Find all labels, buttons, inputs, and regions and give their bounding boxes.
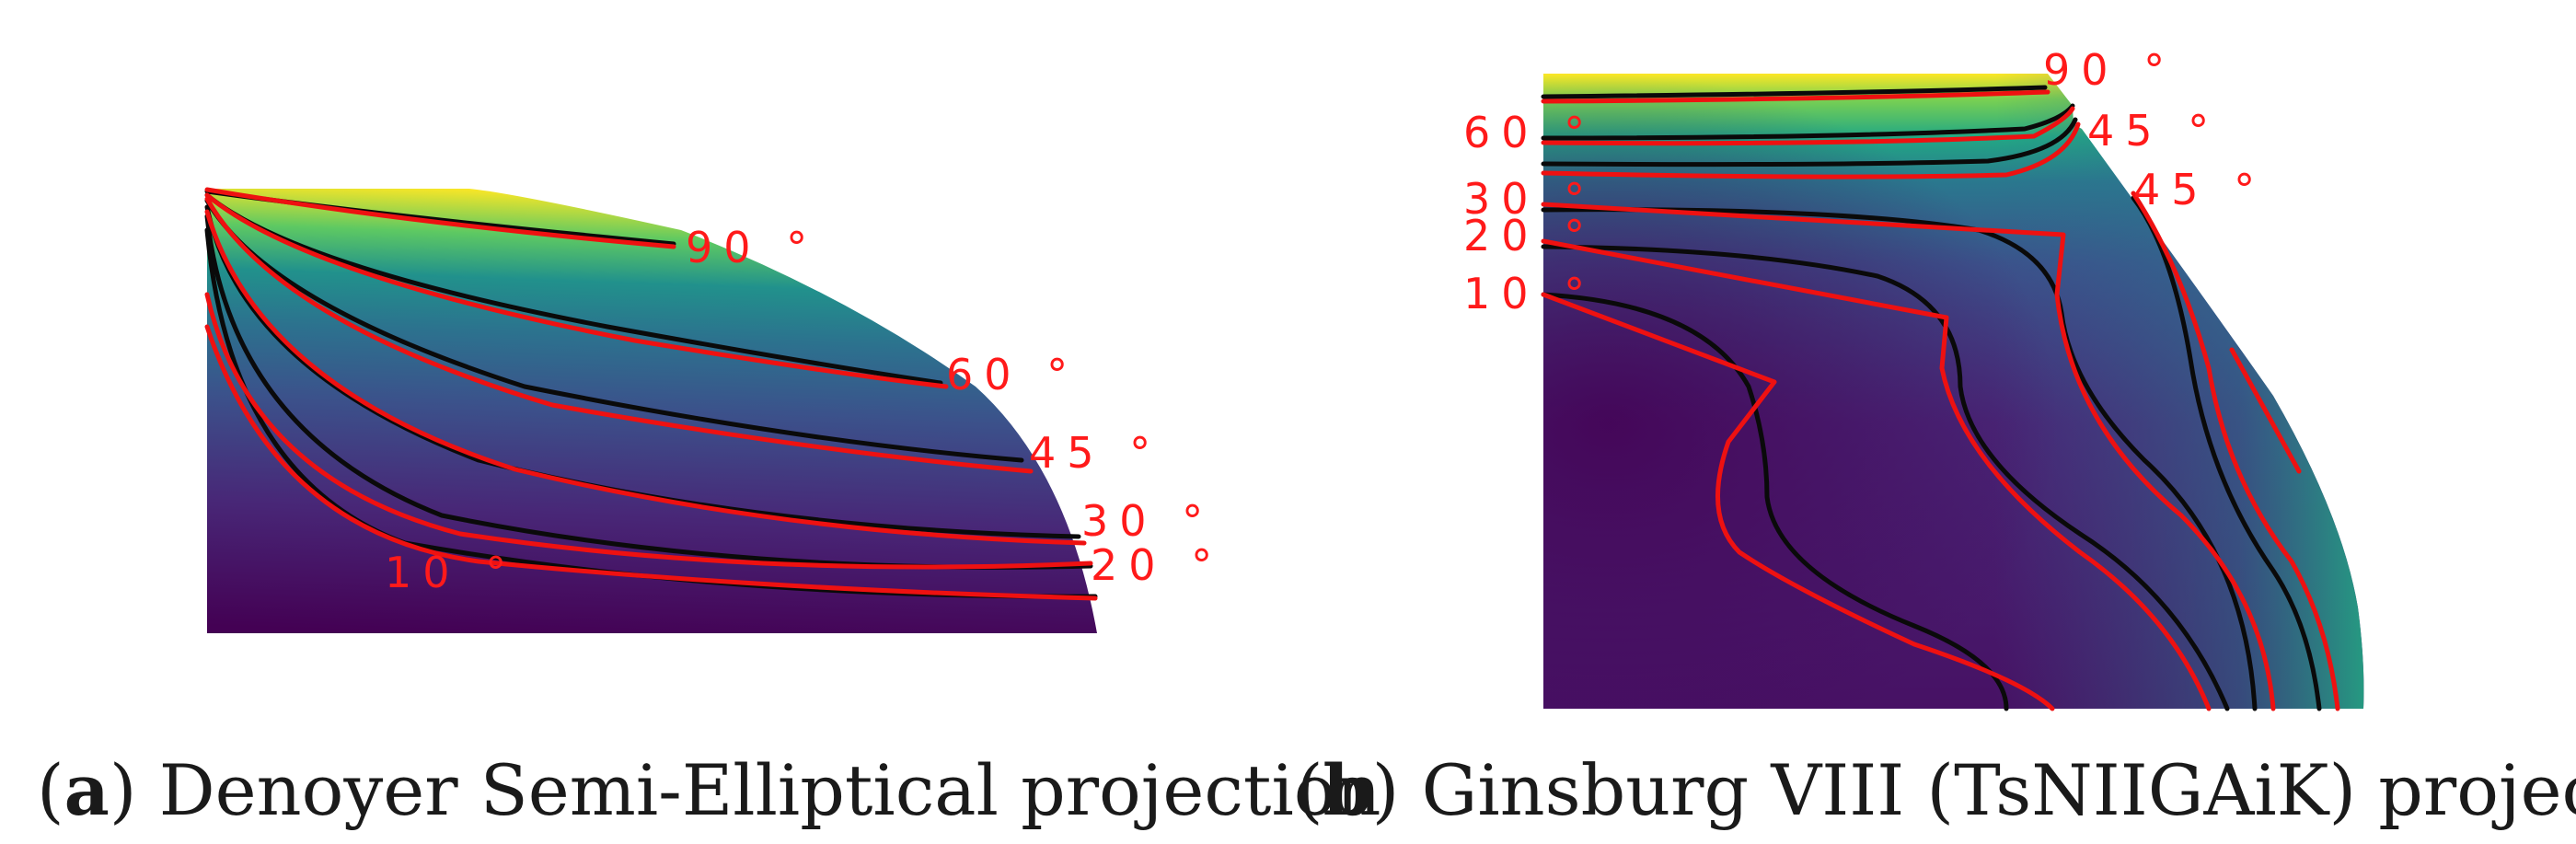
panel-b-black-contour-60: [1541, 103, 2075, 141]
panel-b-label-20: 20 °: [1463, 211, 1596, 260]
panel-a-label-10: 10 °: [385, 548, 517, 597]
panel-b-red-contour-45b: [2131, 191, 2340, 711]
panel-b-black-contour-45b: [2131, 195, 2322, 711]
panel-a-contour-labels: 90 ° 60 ° 45 ° 30 ° 20 ° 10 °: [385, 223, 1223, 597]
panel-b-black-contour-10: [1541, 292, 2009, 711]
panel-a-black-contour-45: [204, 198, 1024, 463]
panel-b-plot: 90 ° 60 ° 45 ° 45 ° 30 ° 20 ° 10 °: [1463, 45, 2364, 711]
panel-b-red-contour-10: [1541, 292, 2055, 711]
panel-b-label-60: 60 °: [1463, 108, 1596, 157]
panel-b-red-contours: [1541, 89, 2340, 711]
panel-b-red-contour-90: [1541, 89, 2050, 104]
panel-b-title: Ginsburg VIII (TsNIIGAiK) projection: [1399, 749, 2576, 831]
panel-b-black-contours: [1541, 85, 2322, 711]
panel-b-red-contour-45: [1541, 121, 2081, 179]
panel-a-red-contour-90: [204, 187, 676, 249]
panel-a-letter: a: [64, 749, 110, 831]
panel-b-red-contour-60: [1541, 106, 2075, 146]
panel-a-label-30: 30 °: [1081, 496, 1214, 546]
panel-a-red-contour-10: [204, 324, 1098, 601]
panel-b-label-30: 30 °: [1463, 174, 1596, 224]
panel-b-black-contour-20: [1541, 244, 2230, 711]
panel-b-red-contour-30: [1541, 202, 2276, 711]
panel-a-red-contour-60: [204, 192, 949, 389]
panel-b-label-45b: 45 °: [2133, 165, 2266, 214]
panel-b-letter: b: [1323, 749, 1372, 831]
panel-b-caption: (b) Ginsburg VIII (TsNIIGAiK) projection: [1296, 749, 2576, 831]
panel-a-title: Denoyer Semi-Elliptical projection: [137, 749, 1381, 831]
panel-b-red-edge-segment: [2229, 347, 2302, 474]
panel-a-red-contours: [204, 187, 1098, 601]
panel-a-label-20: 20 °: [1091, 540, 1223, 590]
panel-b-label-45a: 45 °: [2087, 106, 2220, 156]
panel-a-label-90: 90 °: [686, 223, 818, 272]
panel-b-red-contour-20: [1541, 238, 2212, 711]
panel-a-caption: (a) Denoyer Semi-Elliptical projection: [37, 749, 1380, 831]
panel-a-red-contour-45: [204, 196, 1034, 474]
panel-a-label-45: 45 °: [1029, 428, 1161, 478]
panel-a-label-60: 60 °: [946, 350, 1079, 399]
panel-b-colormap-dark-core: [1543, 74, 2364, 709]
panel-b-label-90: 90 °: [2043, 45, 2176, 95]
panel-a-red-contour-30: [204, 209, 1087, 546]
panel-b-black-contour-45: [1541, 117, 2078, 168]
panel-b-label-10: 10 °: [1463, 269, 1596, 318]
panel-a-plot: 90 ° 60 ° 45 ° 30 ° 20 ° 10 °: [204, 187, 1223, 633]
panel-b-black-contour-90: [1541, 85, 2048, 99]
panel-b-contour-labels: 90 ° 60 ° 45 ° 45 ° 30 ° 20 ° 10 °: [1463, 45, 2266, 318]
panel-a-red-contour-20: [204, 292, 1093, 570]
